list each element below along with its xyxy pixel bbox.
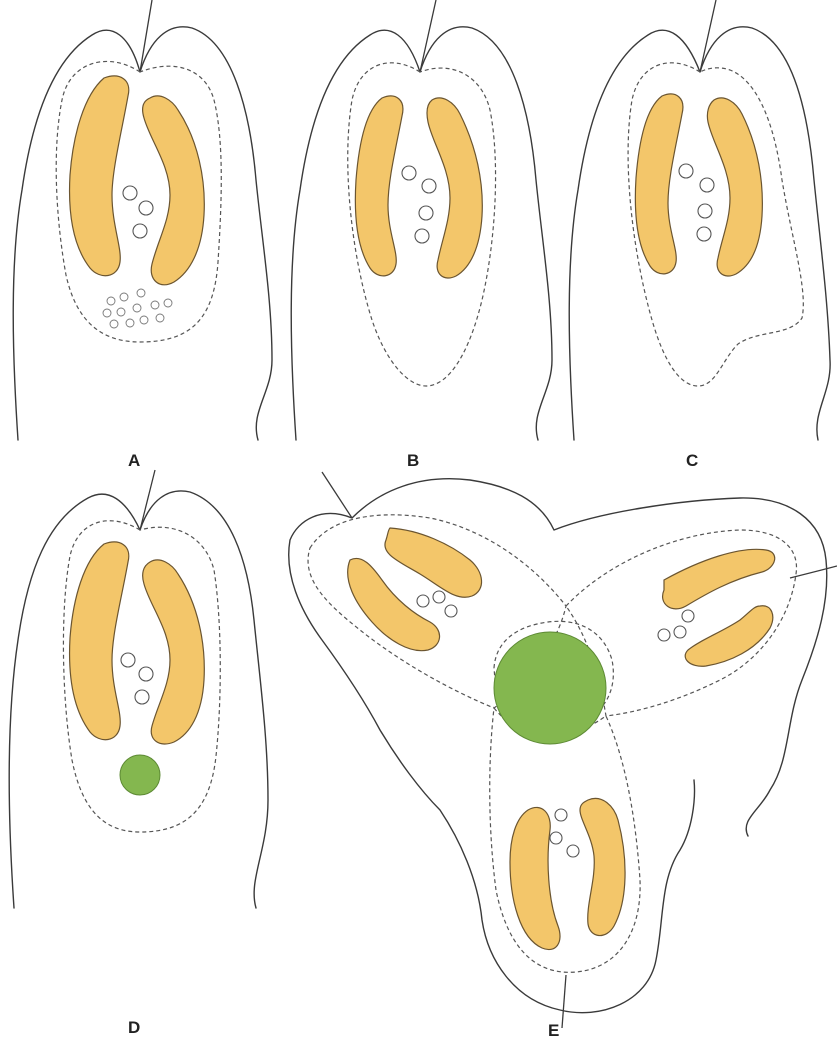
granule: [697, 227, 711, 241]
panel-c: C: [569, 0, 830, 470]
plastid-left: [635, 94, 683, 274]
granule: [682, 610, 694, 622]
panel-d: D: [9, 470, 268, 1037]
granule: [139, 667, 153, 681]
granule: [422, 179, 436, 193]
panel-a: A: [13, 0, 272, 470]
granule: [417, 595, 429, 607]
granule: [700, 178, 714, 192]
flagellum: [700, 0, 716, 72]
granule: [415, 229, 429, 243]
granule: [658, 629, 670, 641]
flagellum: [140, 0, 152, 72]
panel-label-d: D: [128, 1018, 140, 1037]
granule: [674, 626, 686, 638]
plastid-right: [143, 96, 205, 285]
granule: [679, 164, 693, 178]
granule: [567, 845, 579, 857]
small-granules: [103, 289, 172, 328]
panel-b: B: [291, 0, 552, 470]
plastid: [663, 549, 775, 609]
granule: [133, 224, 147, 238]
plastid: [580, 798, 625, 935]
granule: [121, 653, 135, 667]
granule: [135, 690, 149, 704]
flagellum: [562, 975, 566, 1028]
plastid: [510, 807, 560, 949]
panel-label-c: C: [686, 451, 698, 470]
granule: [550, 832, 562, 844]
plastid: [385, 528, 482, 597]
flagellum: [322, 472, 352, 518]
plastid-right: [707, 98, 762, 276]
plastid-left: [355, 96, 403, 276]
panel-label-a: A: [128, 451, 140, 470]
panel-label-b: B: [407, 451, 419, 470]
cyst: [120, 755, 160, 795]
granule: [433, 591, 445, 603]
flagellum: [790, 566, 837, 578]
granule: [555, 809, 567, 821]
cyst: [494, 632, 606, 744]
granule: [139, 201, 153, 215]
plastid: [685, 606, 773, 666]
granule: [445, 605, 457, 617]
granule: [419, 206, 433, 220]
plastid-left: [70, 76, 129, 276]
panel-label-e: E: [548, 1021, 559, 1040]
granule: [123, 186, 137, 200]
granule: [698, 204, 712, 218]
plastid-left: [70, 542, 129, 740]
flagellum: [420, 0, 436, 72]
plastid-right: [143, 560, 205, 744]
flagellum: [140, 470, 155, 530]
panel-e: E: [289, 472, 837, 1040]
granule: [402, 166, 416, 180]
